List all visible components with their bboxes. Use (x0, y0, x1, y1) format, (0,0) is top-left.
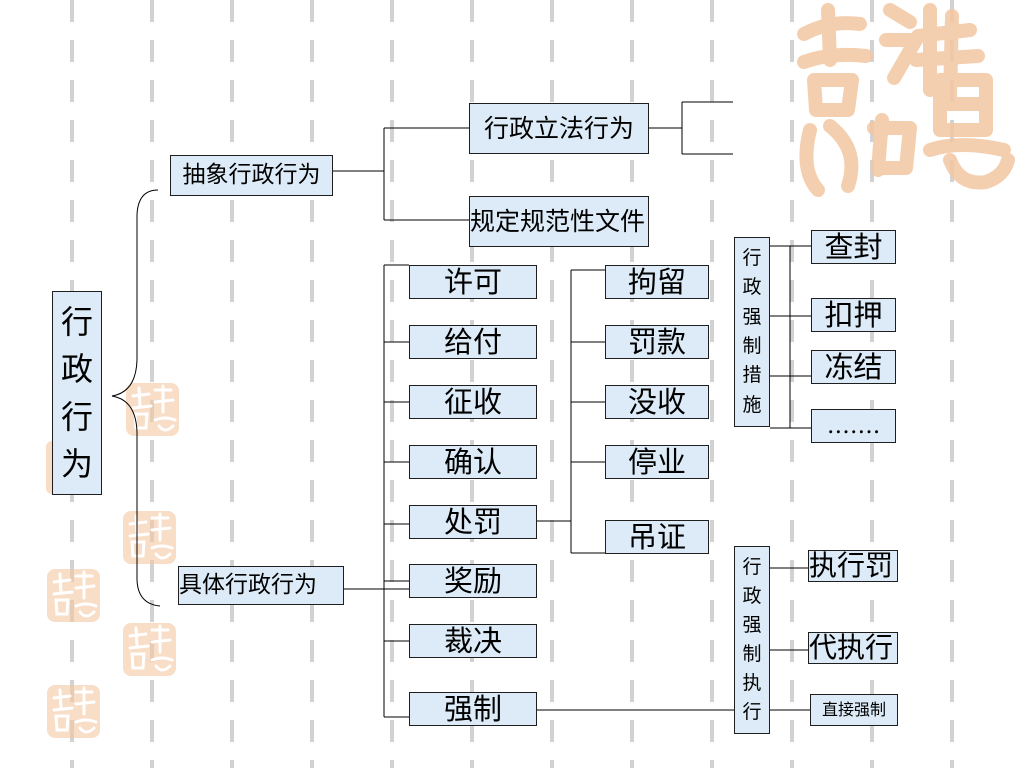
measures-ticks (770, 245, 811, 429)
penalty-fine: 罚款 (605, 325, 709, 359)
concrete-item-confirmation: 确认 (409, 445, 537, 479)
root-node-administrative-act: 行 政 行 为 (52, 291, 102, 495)
measure-seal-up: 查封 (811, 230, 896, 264)
execution-char: 制 (742, 643, 762, 665)
auspicious-seal-large (797, 3, 1015, 197)
ticks-to-extra (384, 580, 409, 642)
auspicious-seal (47, 569, 100, 622)
execution-char: 政 (742, 585, 762, 607)
measures-char: 施 (742, 393, 762, 416)
concrete-item-license: 许可 (409, 265, 537, 299)
root-brace (111, 189, 161, 607)
concrete-item-enforcement: 强制 (409, 692, 537, 726)
concrete-item-penalty: 处罚 (409, 505, 537, 539)
measure-freeze: 冻结 (811, 350, 896, 384)
normative-document-node: 规定规范性文件 (469, 196, 649, 247)
execution-char: 执 (742, 672, 762, 694)
penalty-confiscation: 没收 (605, 385, 709, 419)
penalty-detention: 拘留 (605, 265, 709, 299)
concrete-act-node: 具体行政行为 (178, 566, 344, 605)
concrete-item-reward: 奖励 (409, 564, 537, 598)
concrete-item-expropriation: 征收 (409, 385, 537, 419)
auspicious-seal (126, 383, 179, 436)
execution-ticks (770, 567, 810, 711)
concrete-item-benefit: 给付 (409, 325, 537, 359)
penalty-license-revocation: 吊证 (605, 520, 709, 554)
execution-penalty-payment: 执行罚 (808, 550, 898, 582)
execution-substitute: 代执行 (808, 632, 898, 664)
penalty-suspension: 停业 (605, 445, 709, 479)
measure-seize: 扣押 (811, 298, 896, 332)
execution-char: 行 (742, 556, 762, 578)
abstract-act-node: 抽象行政行为 (170, 155, 333, 196)
execution-char: 行 (742, 701, 762, 723)
legislation-act-node: 行政立法行为 (469, 103, 649, 154)
coercive-measures-node: 行 政 强 制 措 施 (734, 237, 770, 427)
measures-char: 制 (742, 335, 762, 358)
root-char: 行 (60, 397, 93, 436)
measures-char: 强 (742, 305, 762, 328)
execution-direct-coercion: 直接强制 (810, 694, 898, 726)
coercive-execution-node: 行 政 强 制 执 行 (734, 546, 770, 734)
measures-char: 行 (742, 247, 762, 270)
legislation-bracket (649, 101, 733, 155)
execution-char: 强 (742, 614, 762, 636)
measures-char: 措 (742, 364, 762, 387)
measures-char: 政 (742, 276, 762, 299)
root-char: 政 (60, 350, 93, 389)
measure-etc: ……. (811, 409, 896, 443)
root-char: 行 (60, 302, 93, 341)
concrete-ticks (384, 264, 409, 718)
auspicious-seal (47, 685, 100, 738)
concrete-item-ruling: 裁决 (409, 624, 537, 658)
penalty-ticks (571, 269, 605, 554)
root-char: 为 (60, 445, 93, 484)
auspicious-seal (123, 623, 176, 676)
